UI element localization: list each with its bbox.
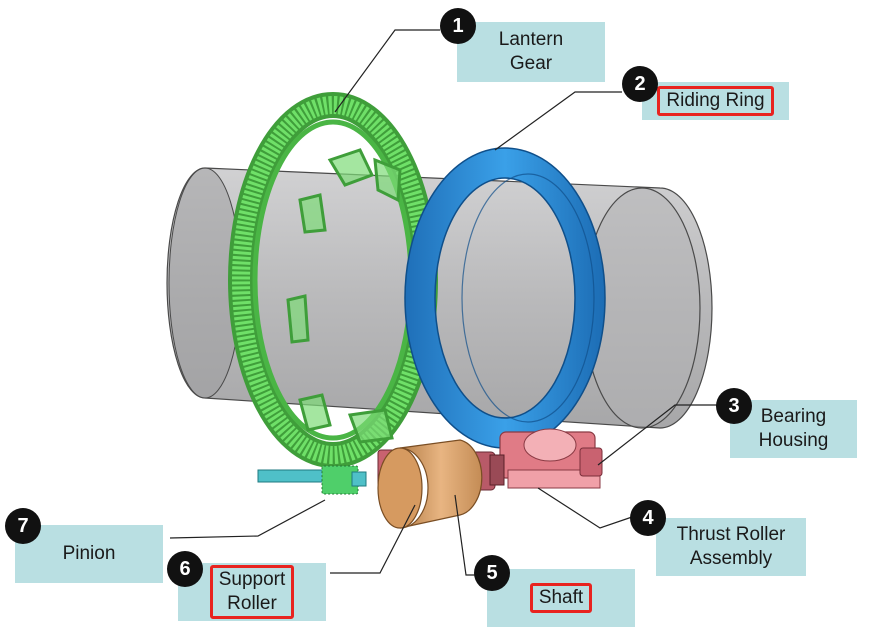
support-roller [377, 439, 505, 529]
label-line: Bearing [760, 406, 827, 427]
label-line: Gear [509, 53, 553, 74]
callout-badge-4: 4 [630, 500, 666, 536]
label-line: Thrust Roller [676, 524, 786, 545]
label-line: Housing [758, 430, 829, 451]
leader-line-4 [537, 487, 633, 529]
bearing-housing [499, 428, 603, 489]
callout-badge-1: 1 [440, 8, 476, 44]
highlight-frame: Shaft [529, 583, 593, 613]
callout-badge-3: 3 [716, 388, 752, 424]
pinion [257, 465, 367, 495]
label-line: Support [218, 569, 286, 590]
label-pinion: Pinion [15, 525, 163, 583]
highlight-frame: Support Roller [209, 565, 295, 619]
callout-badge-2: 2 [622, 66, 658, 102]
leader-lines [169, 29, 720, 576]
label-riding-ring: Riding Ring [642, 82, 789, 120]
label-line: Assembly [689, 548, 773, 569]
label-line: Lantern [498, 29, 564, 50]
leader-line-7 [169, 499, 326, 539]
label-thrust-roller-assembly: Thrust Roller Assembly [656, 518, 806, 576]
label-shaft: Shaft [487, 569, 635, 627]
highlight-frame: Riding Ring [657, 86, 774, 116]
callout-badge-7: 7 [5, 508, 41, 544]
label-support-roller: Support Roller [178, 563, 326, 621]
label-line: Pinion [62, 543, 116, 564]
label-line: Roller [227, 593, 277, 614]
leader-line-1 [334, 29, 440, 113]
callout-badge-5: 5 [474, 555, 510, 591]
callout-badge-6: 6 [167, 551, 203, 587]
label-lantern-gear: Lantern Gear [457, 22, 605, 82]
leader-line-6 [330, 504, 416, 574]
leader-line-2 [494, 91, 622, 151]
leader-line-3 [597, 404, 720, 466]
